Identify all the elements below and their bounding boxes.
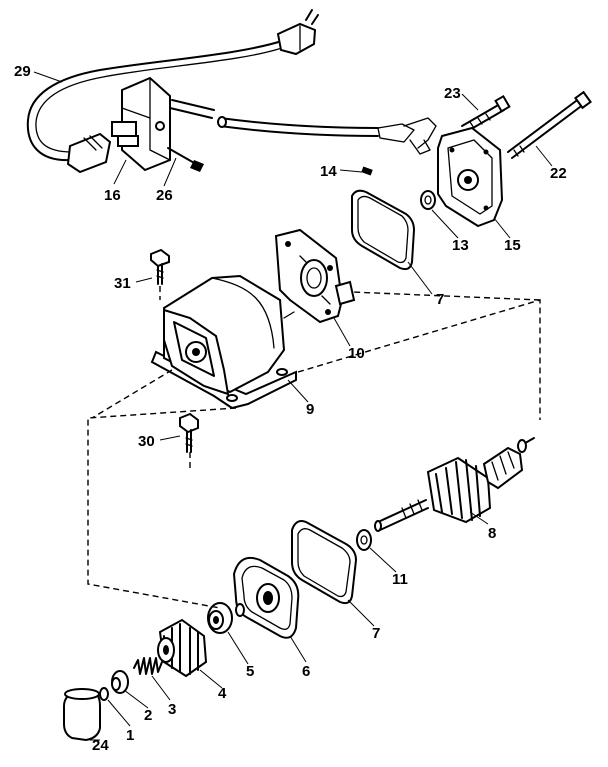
part-number-3: 3 <box>168 701 176 718</box>
bolt-30-drawing <box>179 412 199 453</box>
spring-3-drawing <box>133 657 163 675</box>
motor-housing-9-drawing <box>150 274 297 410</box>
leader-lines <box>33 71 553 741</box>
part-number-5: 5 <box>246 663 254 680</box>
part-number-31: 31 <box>114 275 131 292</box>
part-number-9: 9 <box>306 401 314 418</box>
through-bolt-22-drawing <box>507 90 592 159</box>
snap-ring-1-drawing <box>99 687 109 701</box>
part-number-26: 26 <box>156 187 173 204</box>
part-number-14: 14 <box>320 163 337 180</box>
part-number-22: 22 <box>550 165 567 182</box>
part-number-30: 30 <box>138 433 155 450</box>
part-number-16: 16 <box>104 187 121 204</box>
retainer-2-drawing <box>111 670 129 694</box>
part-number-2: 2 <box>144 707 152 724</box>
part-number-4: 4 <box>218 685 227 702</box>
part-number-13: 13 <box>452 237 469 254</box>
bolt-31-drawing <box>150 248 170 285</box>
part-number-1: 1 <box>126 727 134 744</box>
part-number-11: 11 <box>392 571 408 588</box>
drive-end-cap-6-drawing <box>232 556 300 639</box>
power-cord-drawing <box>26 9 437 174</box>
screw-26-drawing <box>167 147 204 172</box>
part-number-labels: 29 16 26 23 22 14 13 15 7 31 10 9 30 8 1… <box>14 63 567 754</box>
brush-plate-10-drawing <box>274 228 356 324</box>
part-number-23: 23 <box>444 85 461 102</box>
dust-cap-24-drawing <box>63 688 101 742</box>
switch-box-drawing <box>111 76 171 172</box>
part-number-8: 8 <box>488 525 496 542</box>
part-number-7-upper: 7 <box>436 291 444 308</box>
end-cap-15-drawing <box>437 126 504 228</box>
bearing-5-drawing <box>207 602 245 634</box>
pinion-gear-4-drawing <box>157 618 208 678</box>
gasket-7-upper-drawing <box>351 189 415 271</box>
part-number-10: 10 <box>348 345 365 362</box>
part-number-24: 24 <box>92 737 109 754</box>
part-number-29: 29 <box>14 63 31 80</box>
part-number-6: 6 <box>302 663 310 680</box>
washer-13-drawing <box>420 190 436 210</box>
gasket-7-lower-drawing <box>291 520 357 605</box>
part-number-15: 15 <box>504 237 521 254</box>
armature-8-drawing <box>374 437 535 532</box>
part-number-7-lower: 7 <box>372 625 380 642</box>
assembly-dashed-lines <box>87 286 541 609</box>
washer-11-drawing <box>356 529 372 551</box>
screw-14-drawing <box>361 166 373 176</box>
